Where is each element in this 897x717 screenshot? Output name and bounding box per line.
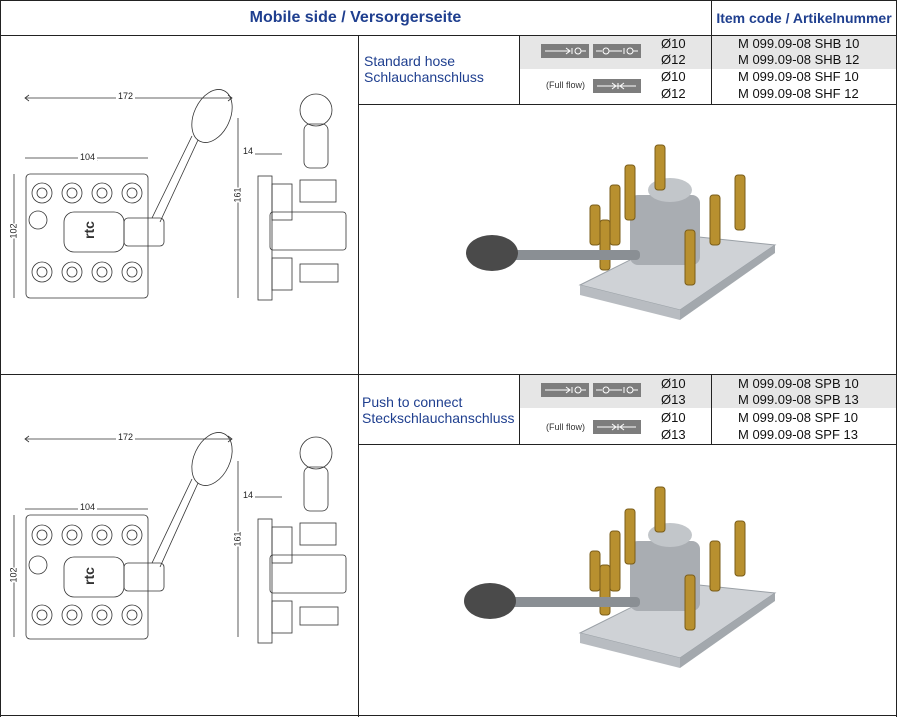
item-code: M 099.09-08 SHB 10 bbox=[738, 36, 860, 51]
product-image bbox=[466, 144, 777, 320]
page-title: Mobile side / Versorgerseite bbox=[249, 8, 462, 26]
full-flow-symbol-icon bbox=[593, 79, 641, 93]
item-code: M 099.09-08 SHB 12 bbox=[738, 52, 860, 67]
item-code-title: Item code / Artikelnummer bbox=[716, 9, 892, 26]
full-flow-label: (Full flow) bbox=[546, 422, 586, 432]
valve-symbol-icon bbox=[541, 44, 641, 58]
diameter-value: Ø10 bbox=[661, 376, 686, 391]
dim-plate-height: 102 bbox=[8, 223, 19, 239]
diameter-value: Ø13 bbox=[661, 392, 686, 407]
dim-total-height: 161 bbox=[232, 187, 243, 203]
dim-total-height: 161 bbox=[232, 531, 243, 547]
dim-total-width: 172 bbox=[116, 91, 136, 101]
item-code: M 099.09-08 SHF 10 bbox=[738, 69, 859, 84]
technical-drawing: 104 bbox=[13, 89, 347, 301]
diameter-value: Ø13 bbox=[661, 427, 686, 442]
diameter-value: Ø10 bbox=[661, 69, 686, 84]
connection-type-label: Push to connect bbox=[362, 394, 463, 410]
connection-type-label: Standard hose bbox=[364, 53, 456, 69]
dim-total-width: 172 bbox=[116, 432, 136, 442]
item-code: M 099.09-08 SHF 12 bbox=[738, 86, 859, 101]
logo-text: rtc bbox=[80, 221, 97, 239]
item-code: M 099.09-08 SPB 10 bbox=[738, 376, 859, 391]
logo-text: rtc bbox=[80, 567, 97, 585]
technical-drawing bbox=[13, 432, 347, 644]
dim-offset: 14 bbox=[241, 490, 256, 500]
diameter-value: Ø10 bbox=[661, 36, 686, 51]
dim-plate-height: 102 bbox=[8, 567, 19, 583]
diameter-value: Ø12 bbox=[661, 52, 686, 67]
dim-plate-width: 104 bbox=[78, 152, 98, 162]
dim-offset: 14 bbox=[241, 146, 256, 156]
item-code: M 099.09-08 SPF 10 bbox=[738, 410, 858, 425]
connection-type-label-de: Steckschlauchanschluss bbox=[362, 410, 515, 426]
diameter-value: Ø12 bbox=[661, 86, 686, 101]
valve-symbol-icon bbox=[541, 383, 641, 397]
dim-plate-width: 104 bbox=[78, 502, 98, 512]
full-flow-label: (Full flow) bbox=[546, 80, 586, 90]
item-code: M 099.09-08 SPB 13 bbox=[738, 392, 859, 407]
diameter-value: Ø10 bbox=[661, 410, 686, 425]
item-code: M 099.09-08 SPF 13 bbox=[738, 427, 858, 442]
full-flow-symbol-icon bbox=[593, 420, 641, 434]
connection-type-label-de: Schlauchanschluss bbox=[364, 69, 484, 85]
product-image bbox=[464, 486, 777, 668]
